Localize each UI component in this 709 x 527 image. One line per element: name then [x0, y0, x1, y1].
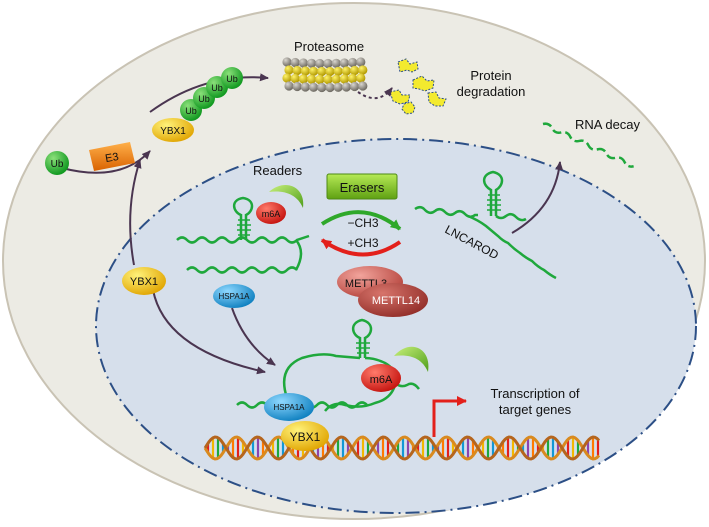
proteasome-subunit [348, 73, 358, 84]
proteasome-subunit [333, 66, 343, 76]
mettl14: METTL14 [358, 283, 428, 317]
proteasome-subunit [298, 58, 308, 68]
ybx1-ubiquitinated: YBX1 [152, 118, 194, 142]
proteasome-subunit [284, 65, 294, 75]
ub-chain: Ub Ub Ub Ub [180, 67, 243, 121]
proteasome-subunit [300, 82, 310, 92]
arrow-to-rna-decay [511, 161, 564, 234]
dna-helix [203, 435, 601, 461]
rna-upper-left [176, 196, 310, 274]
svg-text:Ub: Ub [185, 106, 197, 116]
protein-fragments [389, 58, 447, 115]
proteasome-subunit [284, 81, 294, 91]
svg-text:Ub: Ub [211, 83, 223, 93]
arrow-to-degradation [357, 87, 393, 99]
proteasome-subunit [325, 66, 335, 77]
proteasome-subunit [282, 57, 292, 67]
proteasome-subunit [350, 65, 360, 76]
proteasome-subunit [309, 82, 319, 92]
svg-text:YBX1: YBX1 [290, 430, 321, 444]
proteasome-subunit [356, 73, 366, 83]
protein-degradation-label-1: Protein [470, 68, 511, 83]
proteasome-subunit [317, 66, 327, 77]
proteasome-subunit [309, 66, 319, 76]
proteasome-subunit [325, 82, 335, 93]
svg-text:HSPA1A: HSPA1A [219, 292, 251, 301]
hspa1a-free: HSPA1A [213, 284, 255, 308]
svg-text:Erasers: Erasers [340, 180, 385, 195]
proteasome-subunit [341, 82, 351, 92]
arrow-ybx1-down [152, 289, 266, 375]
reader-protein-lower [394, 346, 429, 372]
proteasome-subunit [339, 58, 349, 68]
ub-free: Ub [45, 151, 69, 175]
proteasome-subunit [292, 65, 302, 76]
transcription-label-1: Transcription of [490, 386, 579, 401]
readers-label: Readers [253, 163, 303, 178]
arrow-ybx1-up [129, 159, 142, 266]
proteasome-subunit [292, 81, 302, 92]
proteasome-subunit [307, 58, 317, 68]
svg-text:YBX1: YBX1 [160, 126, 186, 137]
transcription-arrow [432, 396, 467, 437]
minus-ch3-label: −CH3 [347, 216, 378, 230]
proteasome-subunit [348, 57, 358, 68]
lncarod-rna [414, 170, 557, 280]
proteasome-subunit [298, 74, 308, 84]
svg-text:E3: E3 [104, 151, 119, 165]
proteasome-subunit [315, 58, 325, 69]
proteasome-subunit [300, 66, 310, 76]
proteasome-subunit [323, 74, 333, 85]
plus-ch3-label: +CH3 [347, 236, 378, 250]
proteasome-subunit [333, 82, 343, 92]
dna-backbone [203, 435, 601, 461]
proteasome-subunit [282, 73, 292, 83]
proteasome-subunit [317, 82, 327, 93]
svg-text:HSPA1A: HSPA1A [274, 403, 306, 412]
svg-text:Ub: Ub [198, 94, 210, 104]
minus-ch3-arrow [320, 210, 402, 231]
proteasome-subunit [358, 81, 368, 91]
proteasome-label: Proteasome [294, 39, 364, 54]
transcription-label-2: target genes [499, 402, 572, 417]
proteasome-subunit [307, 74, 317, 84]
proteasome-subunit [331, 74, 341, 84]
m6a-upper: m6A [256, 202, 286, 224]
ybx1-bound: YBX1 [281, 421, 329, 451]
m6a-lower: m6A [361, 364, 401, 392]
proteasome-subunit [290, 73, 300, 84]
reader-protein [269, 185, 304, 208]
proteasome-subunit [356, 57, 366, 67]
arrow-hspa1a-down [231, 307, 276, 366]
erasers-box: Erasers [326, 173, 398, 200]
proteasome-subunit [339, 74, 349, 84]
protein-degradation-label-2: degradation [457, 84, 526, 99]
plus-ch3-arrow [320, 238, 402, 257]
proteasome [282, 57, 368, 93]
svg-text:METTL14: METTL14 [372, 295, 420, 307]
proteasome-subunit [290, 57, 300, 68]
arrow-ub-e3 [61, 150, 151, 174]
svg-text:m6A: m6A [262, 209, 281, 219]
proteasome-subunit [323, 58, 333, 69]
svg-text:Ub: Ub [226, 74, 238, 84]
proteasome-subunit [358, 65, 368, 75]
proteasome-subunit [350, 81, 360, 92]
rna-decay-strand [542, 122, 634, 168]
proteasome-subunit [341, 66, 351, 76]
dna-backbone [203, 435, 601, 461]
rna-decay-label: RNA decay [575, 117, 641, 132]
proteasome-subunit [331, 58, 341, 68]
svg-text:Ub: Ub [51, 159, 64, 170]
svg-text:m6A: m6A [370, 374, 393, 386]
hspa1a-bound: HSPA1A [264, 393, 314, 421]
proteasome-subunit [315, 74, 325, 85]
e3-ligase: E3 [89, 142, 135, 171]
ybx1-free: YBX1 [122, 267, 166, 295]
svg-text:YBX1: YBX1 [130, 276, 158, 288]
